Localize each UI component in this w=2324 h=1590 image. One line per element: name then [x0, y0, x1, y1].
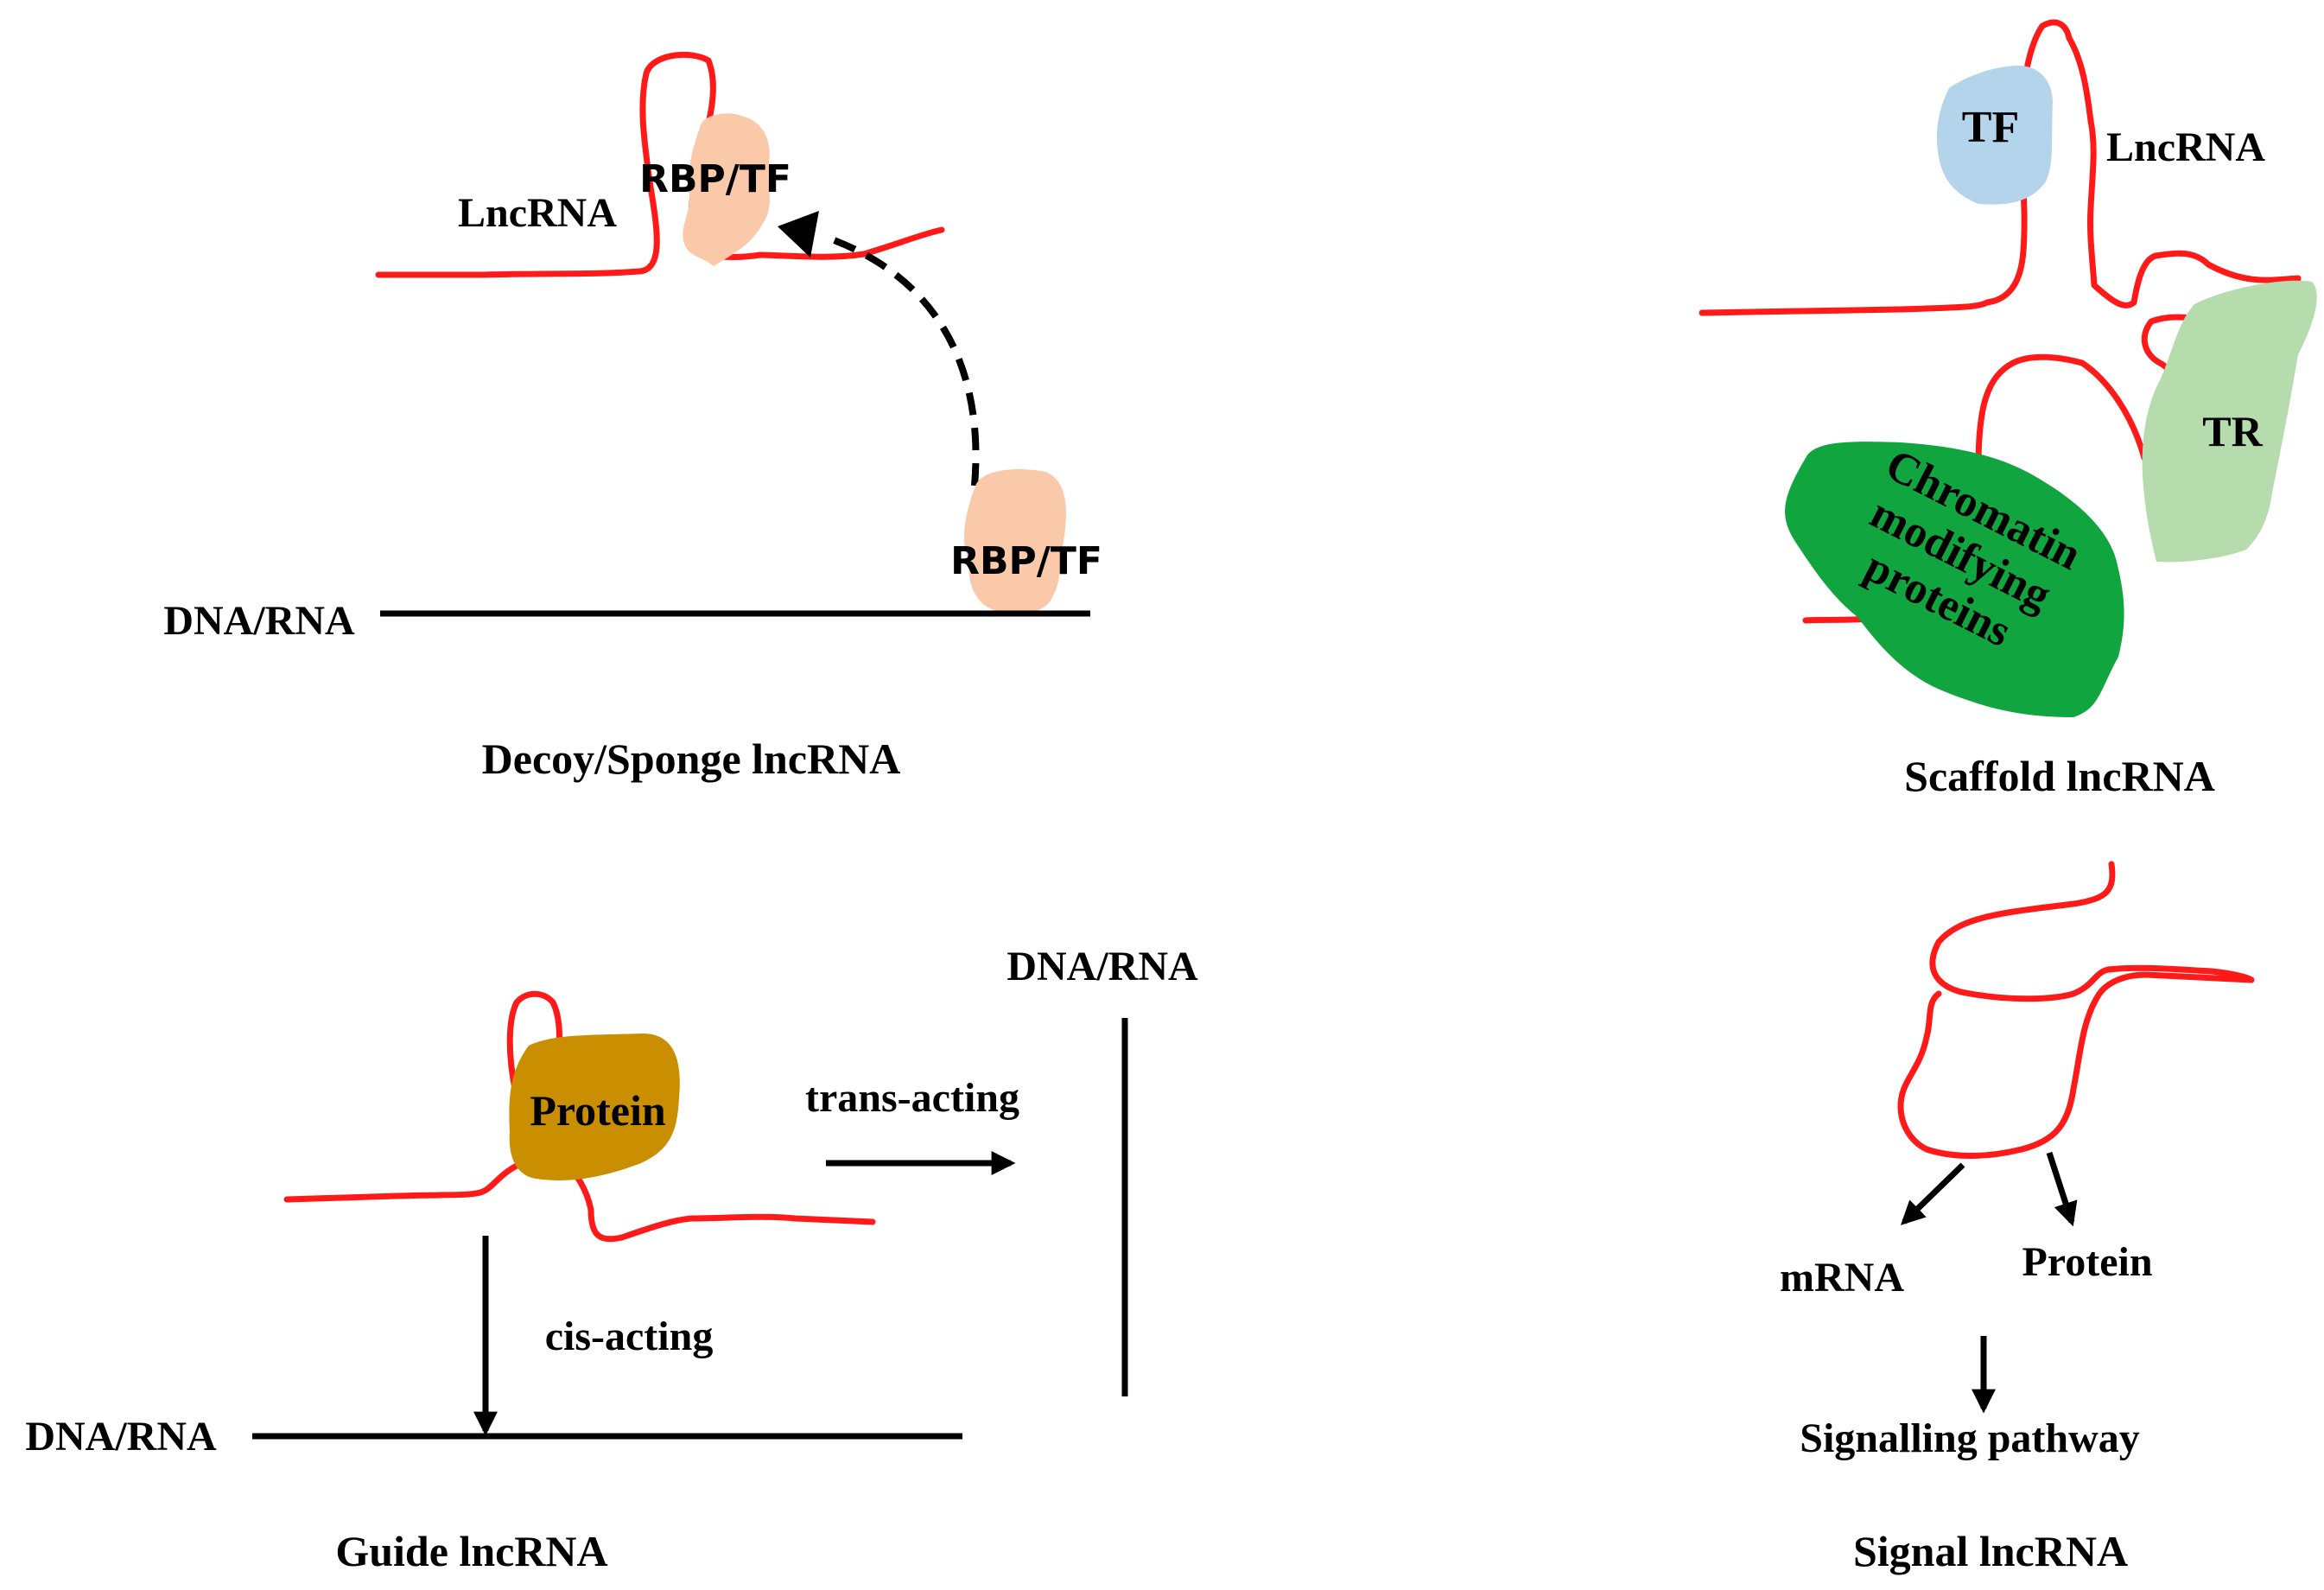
- decoy-rbp-top-shape: [683, 113, 770, 266]
- decoy-rbp-top-label: RBP/TF: [639, 157, 791, 201]
- guide-protein-label: Protein: [530, 1086, 666, 1135]
- guide-cis-label: cis-acting: [545, 1313, 714, 1359]
- scaffold-tf-label: TF: [1962, 103, 2019, 152]
- scaffold-lncrna-label: LncRNA: [2106, 124, 2265, 170]
- signal-protein-arrow: [2046, 1151, 2078, 1227]
- signal-panel: mRNA Protein Signalling pathway Signal l…: [1780, 861, 2255, 1575]
- decoy-dashed-arrowhead: [778, 211, 819, 258]
- guide-panel: Protein trans-acting DNA/RNA cis-acting …: [25, 944, 1198, 1575]
- guide-caption: Guide lncRNA: [335, 1527, 607, 1575]
- guide-dna-top-label: DNA/RNA: [1006, 944, 1198, 989]
- scaffold-tr-label: TR: [2202, 407, 2263, 455]
- scaffold-chromatin-shape: [1785, 442, 2124, 717]
- signal-mrna-arrow: [1900, 1162, 1965, 1225]
- decoy-panel: RBP/TF LncRNA RBP/TF DNA/RNA Decoy/Spong…: [163, 51, 1102, 783]
- scaffold-tf-shape: [1936, 65, 2053, 205]
- decoy-rbp-bottom-shape: [964, 468, 1066, 614]
- scaffold-panel: TF LncRNA TR Chromatin modifying protein…: [1699, 19, 2317, 800]
- decoy-rbp-bottom-label: RBP/TF: [950, 539, 1102, 583]
- decoy-lncrna-strand: [375, 51, 945, 278]
- scaffold-tr-shape: [2142, 280, 2317, 563]
- decoy-caption: Decoy/Sponge lncRNA: [482, 735, 901, 783]
- signal-mrna-label: mRNA: [1780, 1255, 1904, 1301]
- guide-trans-label: trans-acting: [805, 1075, 1019, 1121]
- signal-caption: Signal lncRNA: [1853, 1527, 2128, 1575]
- guide-protein-shape: [509, 1034, 680, 1180]
- signal-protein-label: Protein: [2022, 1239, 2152, 1285]
- decoy-lncrna-label: LncRNA: [458, 190, 617, 236]
- decoy-dna-label: DNA/RNA: [163, 598, 355, 644]
- decoy-dashed-arrow: [828, 235, 980, 487]
- scaffold-caption: Scaffold lncRNA: [1904, 752, 2215, 800]
- guide-dna-bottom-label: DNA/RNA: [25, 1414, 217, 1460]
- signal-lncrna-strand: [1897, 861, 2255, 1159]
- signal-pathway-label: Signalling pathway: [1800, 1415, 2139, 1461]
